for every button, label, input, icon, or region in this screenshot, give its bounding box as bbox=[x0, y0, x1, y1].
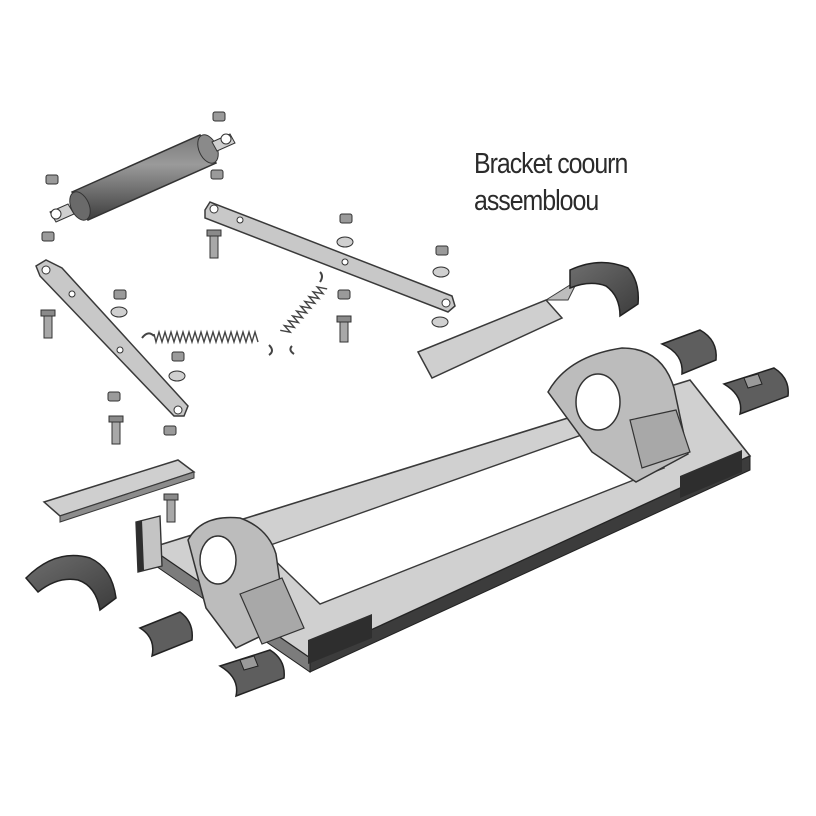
hardware-bolt bbox=[336, 315, 352, 343]
rubber-bushing-1 bbox=[660, 329, 717, 376]
hardware-nut bbox=[435, 245, 449, 256]
extension-spring-diagonal bbox=[280, 271, 328, 355]
hardware-bolt bbox=[40, 309, 56, 339]
rubber-bushing-2 bbox=[722, 367, 789, 416]
hardware-nut bbox=[107, 391, 121, 402]
hardware-nut bbox=[163, 425, 177, 436]
hardware-nut bbox=[171, 351, 185, 362]
hardware-nut bbox=[212, 111, 226, 122]
hardware-nut bbox=[337, 289, 351, 300]
hardware-washer bbox=[431, 316, 449, 328]
rubber-bushing-3 bbox=[138, 611, 193, 658]
extension-spring-horizontal bbox=[141, 329, 273, 356]
diagram-title: Bracket coourn assembloou bbox=[474, 146, 628, 220]
hardware-bolt bbox=[108, 415, 124, 445]
flat-plate-left bbox=[42, 459, 196, 523]
base-frame bbox=[135, 379, 752, 673]
gas-spring-cylinder bbox=[49, 133, 236, 223]
link-arm-upper bbox=[204, 201, 456, 313]
hardware-washer bbox=[168, 370, 186, 382]
hardware-washer bbox=[336, 236, 354, 248]
hardware-nut bbox=[113, 289, 127, 300]
hardware-bolt bbox=[206, 229, 222, 259]
rubber-half-shell-bottom-left bbox=[24, 554, 117, 612]
hardware-bolt bbox=[163, 493, 179, 523]
link-arm-left bbox=[35, 259, 189, 417]
title-line-2: assembloou bbox=[474, 185, 599, 217]
rubber-half-shell-top-right bbox=[569, 261, 640, 318]
rubber-bushing-4 bbox=[218, 649, 285, 698]
pivot-mount-left bbox=[187, 516, 305, 649]
title-line-1: Bracket coourn bbox=[474, 148, 628, 180]
hardware-nut bbox=[339, 213, 353, 224]
hardware-nut bbox=[41, 231, 55, 242]
hardware-washer bbox=[432, 266, 450, 278]
hardware-nut bbox=[45, 174, 59, 185]
hardware-nut bbox=[210, 169, 224, 180]
hardware-washer bbox=[110, 306, 128, 318]
pivot-mount-right bbox=[547, 347, 691, 483]
